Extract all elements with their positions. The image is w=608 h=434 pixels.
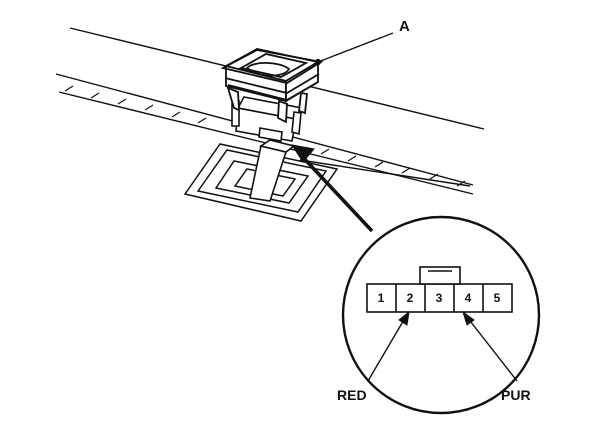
pin-1-label: 1 (378, 291, 385, 305)
wire-pointers (367, 310, 518, 382)
switch-assembly (220, 48, 324, 124)
pin-4-label: 4 (465, 291, 472, 305)
rail-teeth (64, 85, 466, 187)
callout-a-label: A (399, 18, 410, 35)
callout-a-leader (314, 32, 394, 66)
pin-3-label: 3 (436, 291, 443, 305)
connector-face (366, 266, 513, 313)
red-wire-label: RED (337, 387, 367, 403)
connector-pointer-arrow (290, 144, 374, 233)
pin-labels: 1 2 3 4 5 (378, 291, 501, 305)
pin-2-label: 2 (407, 291, 414, 305)
connector-zoom-circle (341, 215, 541, 415)
pin-5-label: 5 (494, 291, 501, 305)
pur-wire-label: PUR (501, 387, 531, 403)
